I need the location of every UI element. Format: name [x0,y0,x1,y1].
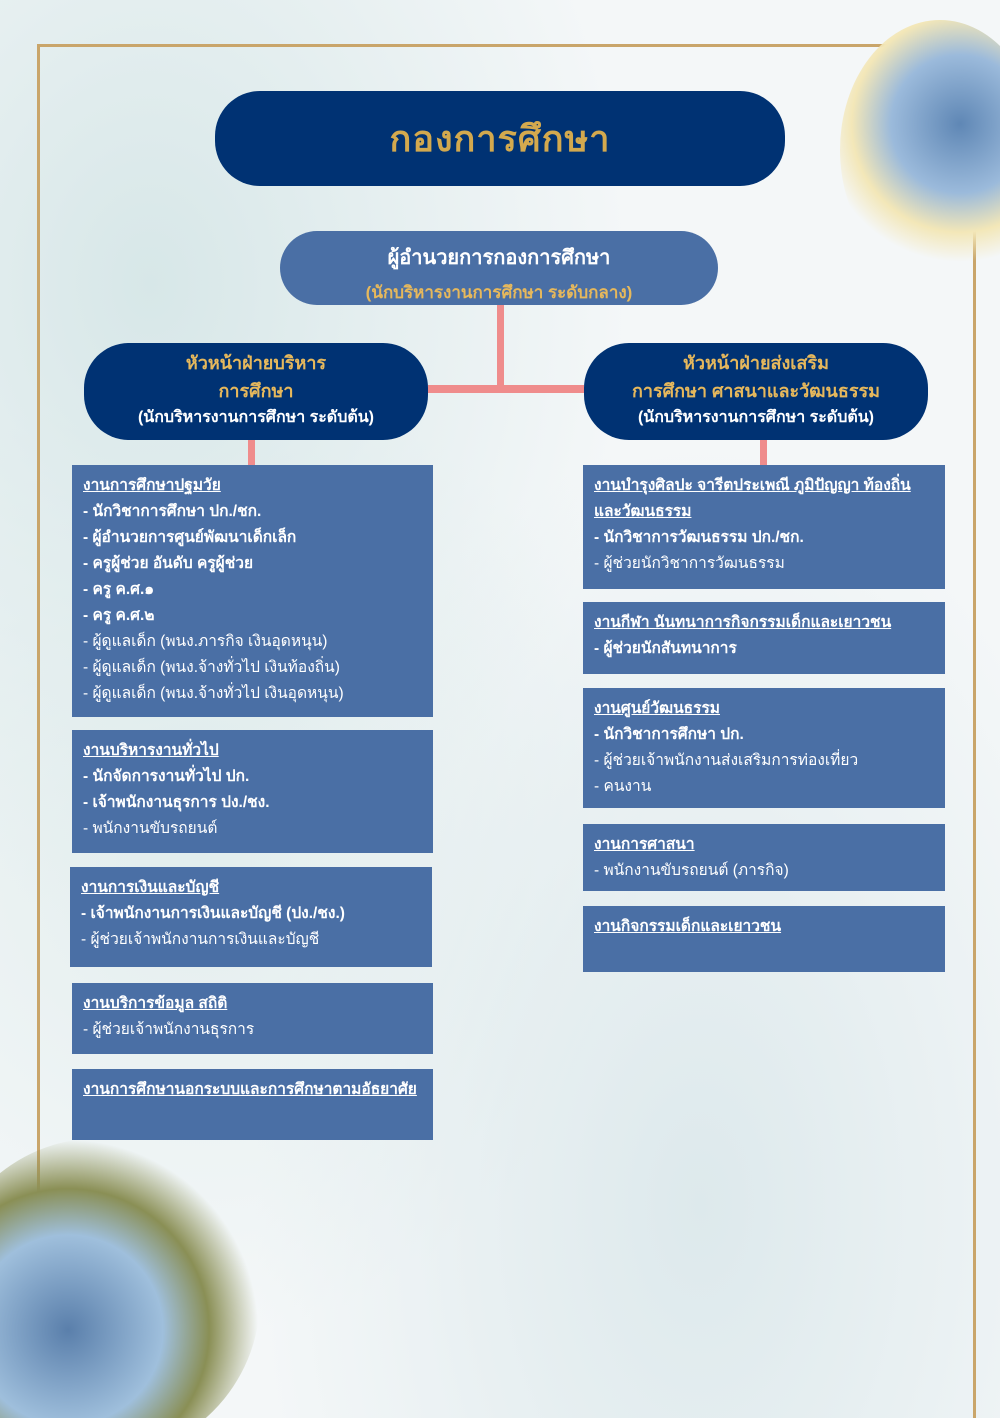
left-head-line1: หัวหน้าฝ่ายบริหาร [185,353,327,373]
unit-box: งานกิจกรรมเด็กและเยาวชน [583,906,945,972]
director-title: ผู้อำนวยการกองการศึกษา [387,247,611,269]
unit-title: งานการเงินและบัญชี [81,879,220,896]
unit-position: - ผู้ดูแลเด็ก (พนง.ภารกิจ เงินอุดหนุน) [83,633,328,650]
unit-position: - นักวิชาการศึกษา ปก. [594,726,744,743]
connector-right-down [760,440,767,465]
unit-position: - ผู้ช่วยนักสันทนาการ [594,640,737,657]
unit-position: - ครู ค.ศ.๑ [83,581,155,598]
unit-title: งานศูนย์วัฒนธรรม [594,700,721,717]
unit-title: งานกีฬา นันทนาการกิจกรรมเด็กและเยาวชน [594,614,892,631]
director-subtitle: (นักบริหารงานการศึกษา ระดับกลาง) [365,283,633,302]
unit-title: งานบริการข้อมูล สถิติ [83,995,228,1012]
unit-title: งานการศึกษานอกระบบและการศึกษาตามอัธยาศัย [83,1081,417,1098]
left-head-line2: การศึกษา [218,381,294,401]
right-head-line1: หัวหน้าฝ่ายส่งเสริม [683,353,829,373]
unit-box: งานการศึกษานอกระบบและการศึกษาตามอัธยาศัย [72,1069,433,1140]
right-head-line3: (นักบริหารงานการศึกษา ระดับต้น) [637,409,875,426]
unit-title: งานบำรุงศิลปะ จารีตประเพณี ภูมิปัญญา ท้อ… [594,477,911,520]
unit-position: - คนงาน [594,778,652,795]
unit-position: - ผู้อำนวยการศูนย์พัฒนาเด็กเล็ก [83,529,297,546]
unit-box: งานการศึกษาปฐมวัย - นักวิชาการศึกษา ปก./ช… [72,465,433,717]
left-head-box: หัวหน้าฝ่ายบริหาร การศึกษา (นักบริหารงาน… [84,343,428,440]
unit-box: งานการศาสนา - พนักงานขับรถยนต์ (ภารกิจ) [583,824,945,891]
unit-position: - นักวิชาการวัฒนธรรม ปก./ชก. [594,529,804,546]
unit-position: - เจ้าพนักงานการเงินและบัญชี (ปง./ชง.) [81,905,345,922]
unit-box: งานกีฬา นันทนาการกิจกรรมเด็กและเยาวชน - ผ… [583,602,945,674]
unit-position: - ผู้ดูแลเด็ก (พนง.จ้างทั่วไป เงินท้องถิ… [83,659,340,676]
unit-title: งานบริหารงานทั่วไป [83,742,219,759]
connector-vertical [497,305,504,391]
unit-box: งานบริหารงานทั่วไป - นักจัดการงานทั่วไป ป… [72,730,433,853]
right-head-line2: การศึกษา ศาสนาและวัฒนธรรม [631,381,881,401]
unit-title: งานกิจกรรมเด็กและเยาวชน [594,918,782,935]
right-head-box: หัวหน้าฝ่ายส่งเสริม การศึกษา ศาสนาและวัฒ… [584,343,928,440]
unit-position: - พนักงานขับรถยนต์ [83,820,218,837]
unit-title: งานการศาสนา [594,836,695,853]
connector-horizontal [428,385,584,393]
unit-title: งานการศึกษาปฐมวัย [83,477,221,494]
left-head-line3: (นักบริหารงานการศึกษา ระดับต้น) [137,409,375,426]
unit-position: - ครู ค.ศ.๒ [83,607,155,624]
director-box: ผู้อำนวยการกองการศึกษา (นักบริหารงานการศ… [280,231,718,305]
unit-box: งานบริการข้อมูล สถิติ - ผู้ช่วยเจ้าพนักงา… [72,983,433,1054]
unit-position: - ผู้ช่วยเจ้าพนักงานธุรการ [83,1021,255,1038]
unit-position: - ผู้ช่วยเจ้าพนักงานการเงินและบัญชี [81,931,320,948]
unit-position: - ผู้ช่วยเจ้าพนักงานส่งเสริมการท่องเที่ย… [594,752,859,769]
unit-box: งานการเงินและบัญชี - เจ้าพนักงานการเงินแล… [70,867,432,967]
page-title: กองการศึกษา [215,91,785,186]
connector-left-down [248,440,255,465]
unit-position: - ผู้ดูแลเด็ก (พนง.จ้างทั่วไป เงินอุดหนุ… [83,685,344,702]
unit-box: งานบำรุงศิลปะ จารีตประเพณี ภูมิปัญญา ท้อ… [583,465,945,589]
unit-position: - ครูผู้ช่วย อันดับ ครูผู้ช่วย [83,555,254,572]
unit-position: - นักจัดการงานทั่วไป ปก. [83,768,250,785]
unit-position: - พนักงานขับรถยนต์ (ภารกิจ) [594,862,789,879]
unit-position: - ผู้ช่วยนักวิชาการวัฒนธรรม [594,555,785,572]
flower-decoration-top-right [840,20,1000,280]
unit-position: - นักวิชาการศึกษา ปก./ชก. [83,503,262,520]
unit-position: - เจ้าพนักงานธุรการ ปง./ชง. [83,794,270,811]
gold-frame [37,44,976,1418]
unit-box: งานศูนย์วัฒนธรรม - นักวิชาการศึกษา ปก. - ผ… [583,688,945,808]
